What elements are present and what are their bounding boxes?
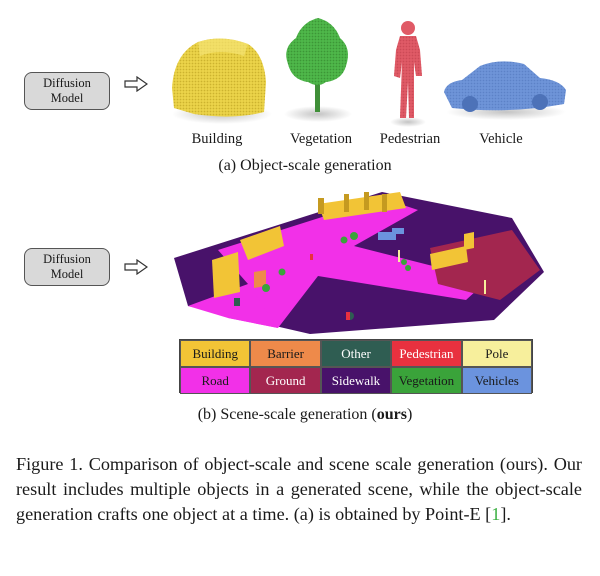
legend-item-barrier: Barrier <box>250 340 321 367</box>
diffusion-model-line2: Model <box>50 267 84 281</box>
building-object-image <box>172 38 272 124</box>
subcaption-b-bold: ours <box>376 406 407 423</box>
object-label-vehicle: Vehicle <box>479 131 523 147</box>
caption-text: Figure 1. Comparison of object-scale and… <box>16 454 582 524</box>
figure-caption: Figure 1. Comparison of object-scale and… <box>16 452 582 527</box>
generated-scene-image <box>174 192 544 334</box>
vehicle-object-image <box>444 61 566 120</box>
legend-item-vegetation: Vegetation <box>391 367 462 394</box>
object-label-pedestrian: Pedestrian <box>379 131 441 147</box>
object-label-building: Building <box>191 131 243 147</box>
legend-item-pole: Pole <box>461 340 532 367</box>
segmentation-legend: Building Barrier Other Pedestrian Pole R… <box>179 339 533 394</box>
caption-end: ]. <box>500 504 511 524</box>
diffusion-model-box-a: Diffusion Model <box>24 72 110 110</box>
pedestrian-object-image <box>390 21 426 127</box>
subcaption-a: (a) Object-scale generation <box>218 157 392 174</box>
diffusion-model-line2: Model <box>50 91 84 105</box>
arrow-right-icon <box>124 259 148 275</box>
diffusion-model-line1: Diffusion <box>43 76 91 90</box>
vegetation-object-image <box>284 18 352 122</box>
legend-item-other: Other <box>320 340 392 367</box>
legend-item-sidewalk: Sidewalk <box>320 367 392 394</box>
object-label-vegetation: Vegetation <box>289 131 352 147</box>
subcaption-b: (b) Scene-scale generation (ours) <box>140 406 470 424</box>
legend-item-vehicles: Vehicles <box>461 367 532 394</box>
subcaption-b-prefix: (b) Scene-scale generation ( <box>197 406 377 423</box>
diffusion-model-line1: Diffusion <box>43 252 91 266</box>
legend-item-building: Building <box>180 340 251 367</box>
subcaption-b-suffix: ) <box>406 406 413 423</box>
citation-link[interactable]: 1 <box>491 504 501 524</box>
diffusion-model-box-b: Diffusion Model <box>24 248 110 286</box>
legend-item-ground: Ground <box>250 367 321 394</box>
arrow-right-icon <box>124 76 148 92</box>
legend-item-road: Road <box>180 367 251 394</box>
legend-item-pedestrian: Pedestrian <box>391 340 462 367</box>
